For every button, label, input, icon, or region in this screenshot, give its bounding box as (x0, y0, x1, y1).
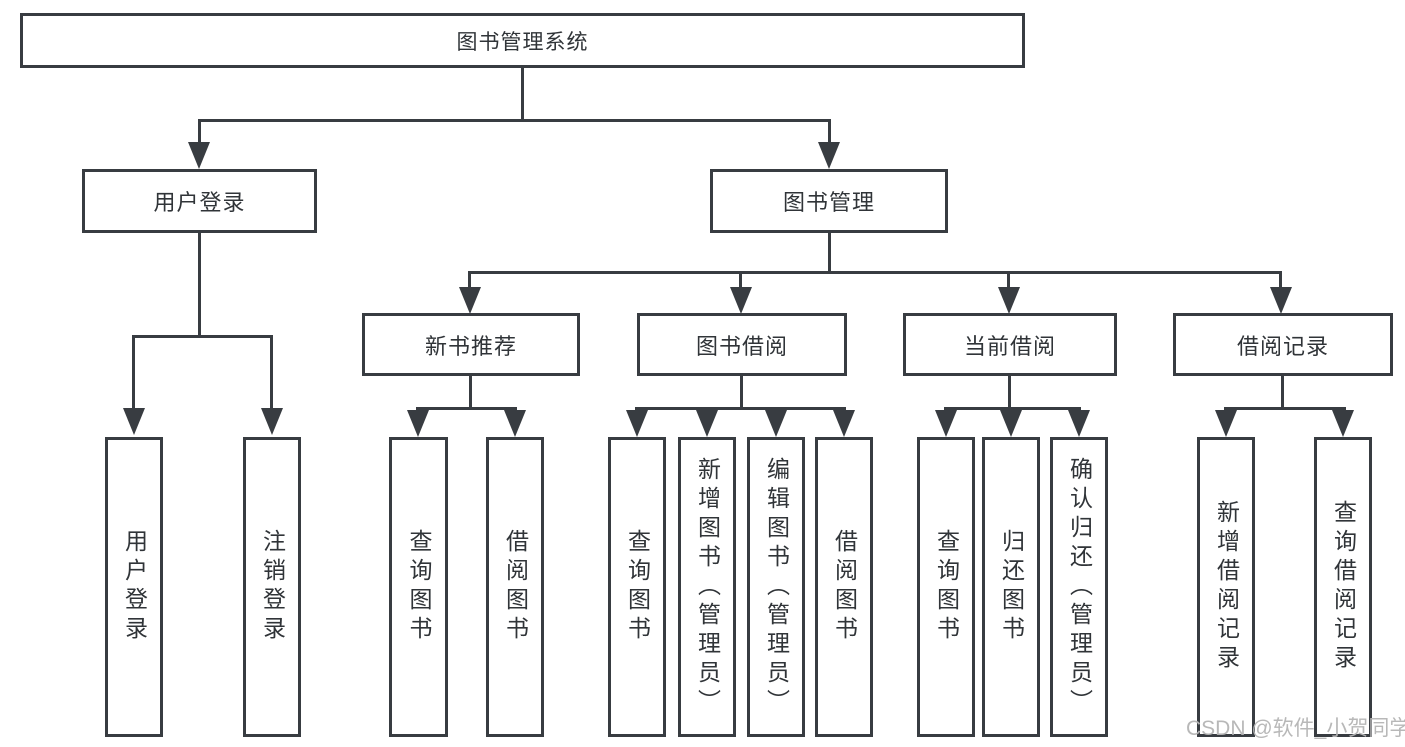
leaf-label: 借阅图书 (502, 529, 529, 645)
leaf-label: 查询借阅记录 (1330, 500, 1357, 674)
arrow-down-icon (1000, 410, 1022, 437)
connector-line (635, 407, 846, 410)
arrow-down-icon (407, 410, 429, 437)
arrow-down-icon (818, 142, 840, 169)
connector-line (1224, 407, 1346, 410)
leaf-user-login: 用户登录 (105, 437, 163, 737)
node-label: 当前借阅 (963, 333, 1056, 359)
leaf-add-book-admin: 新增图书（管理员） (678, 437, 736, 737)
leaf-label: 注销登录 (259, 529, 286, 645)
node-user-login: 用户登录 (82, 169, 317, 233)
arrow-down-icon (261, 408, 283, 435)
leaf-label: 查询图书 (933, 529, 960, 645)
connector-line (132, 335, 273, 338)
leaf-return-books: 归还图书 (982, 437, 1040, 737)
leaf-label: 编辑图书（管理员） (763, 456, 790, 718)
node-label: 用户登录 (153, 190, 246, 215)
arrow-down-icon (833, 410, 855, 437)
node-root-label: 图书管理系统 (456, 30, 589, 54)
connector-line (1008, 375, 1011, 410)
connector-line (468, 272, 471, 290)
connector-line (416, 407, 517, 410)
leaf-query-borrow-record: 查询借阅记录 (1314, 437, 1372, 737)
leaf-label: 确认归还（管理员） (1066, 456, 1093, 718)
connector-line (198, 231, 201, 337)
connector-line (198, 119, 201, 145)
leaf-borrow-books-2: 借阅图书 (815, 437, 873, 737)
connector-line (469, 375, 472, 410)
leaf-query-books-3: 查询图书 (917, 437, 975, 737)
connector-line (132, 335, 135, 410)
arrow-down-icon (1215, 410, 1237, 437)
node-current-borrowing: 当前借阅 (903, 313, 1117, 376)
connector-line (740, 375, 743, 410)
node-root: 图书管理系统 (20, 13, 1025, 68)
node-label: 借阅记录 (1236, 333, 1329, 359)
node-book-management: 图书管理 (710, 169, 948, 233)
connector-line (521, 66, 524, 122)
connector-line (1007, 272, 1010, 290)
connector-line (944, 407, 1081, 410)
connector-line (828, 119, 831, 145)
arrow-down-icon (765, 410, 787, 437)
leaf-confirm-return-admin: 确认归还（管理员） (1050, 437, 1108, 737)
watermark-text: CSDN @软件_小贺同学 (1186, 717, 1405, 740)
arrow-down-icon (935, 410, 957, 437)
leaf-query-books-2: 查询图书 (608, 437, 666, 737)
arrow-down-icon (730, 287, 752, 314)
node-label: 图书借阅 (695, 333, 788, 359)
arrow-down-icon (998, 287, 1020, 314)
arrow-down-icon (459, 287, 481, 314)
arrow-down-icon (123, 408, 145, 435)
connector-line (468, 271, 1282, 274)
arrow-down-icon (1270, 287, 1292, 314)
arrow-down-icon (696, 410, 718, 437)
node-label: 新书推荐 (424, 333, 517, 359)
leaf-label: 借阅图书 (831, 529, 858, 645)
leaf-label: 归还图书 (998, 529, 1025, 645)
connector-line (270, 335, 273, 410)
arrow-down-icon (626, 410, 648, 437)
arrow-down-icon (504, 410, 526, 437)
arrow-down-icon (1068, 410, 1090, 437)
connector-line (1281, 375, 1284, 410)
connector-line (198, 119, 831, 122)
leaf-edit-book-admin: 编辑图书（管理员） (747, 437, 805, 737)
connector-line (828, 231, 831, 274)
arrow-down-icon (1332, 410, 1354, 437)
connector-line (1279, 272, 1282, 290)
leaf-query-books-1: 查询图书 (389, 437, 448, 737)
leaf-label: 用户登录 (121, 529, 148, 645)
connector-line (739, 272, 742, 290)
leaf-borrow-books-1: 借阅图书 (486, 437, 544, 737)
leaf-logout: 注销登录 (243, 437, 301, 737)
leaf-label: 查询图书 (406, 529, 432, 645)
node-book-borrowing: 图书借阅 (637, 313, 847, 376)
leaf-label: 查询图书 (624, 529, 651, 645)
leaf-label: 新增借阅记录 (1213, 500, 1240, 674)
node-borrowing-records: 借阅记录 (1173, 313, 1393, 376)
leaf-label: 新增图书（管理员） (694, 456, 721, 718)
node-new-book-recommendation: 新书推荐 (362, 313, 580, 376)
node-label: 图书管理 (782, 190, 875, 215)
leaf-add-borrow-record: 新增借阅记录 (1197, 437, 1255, 737)
arrow-down-icon (188, 142, 210, 169)
